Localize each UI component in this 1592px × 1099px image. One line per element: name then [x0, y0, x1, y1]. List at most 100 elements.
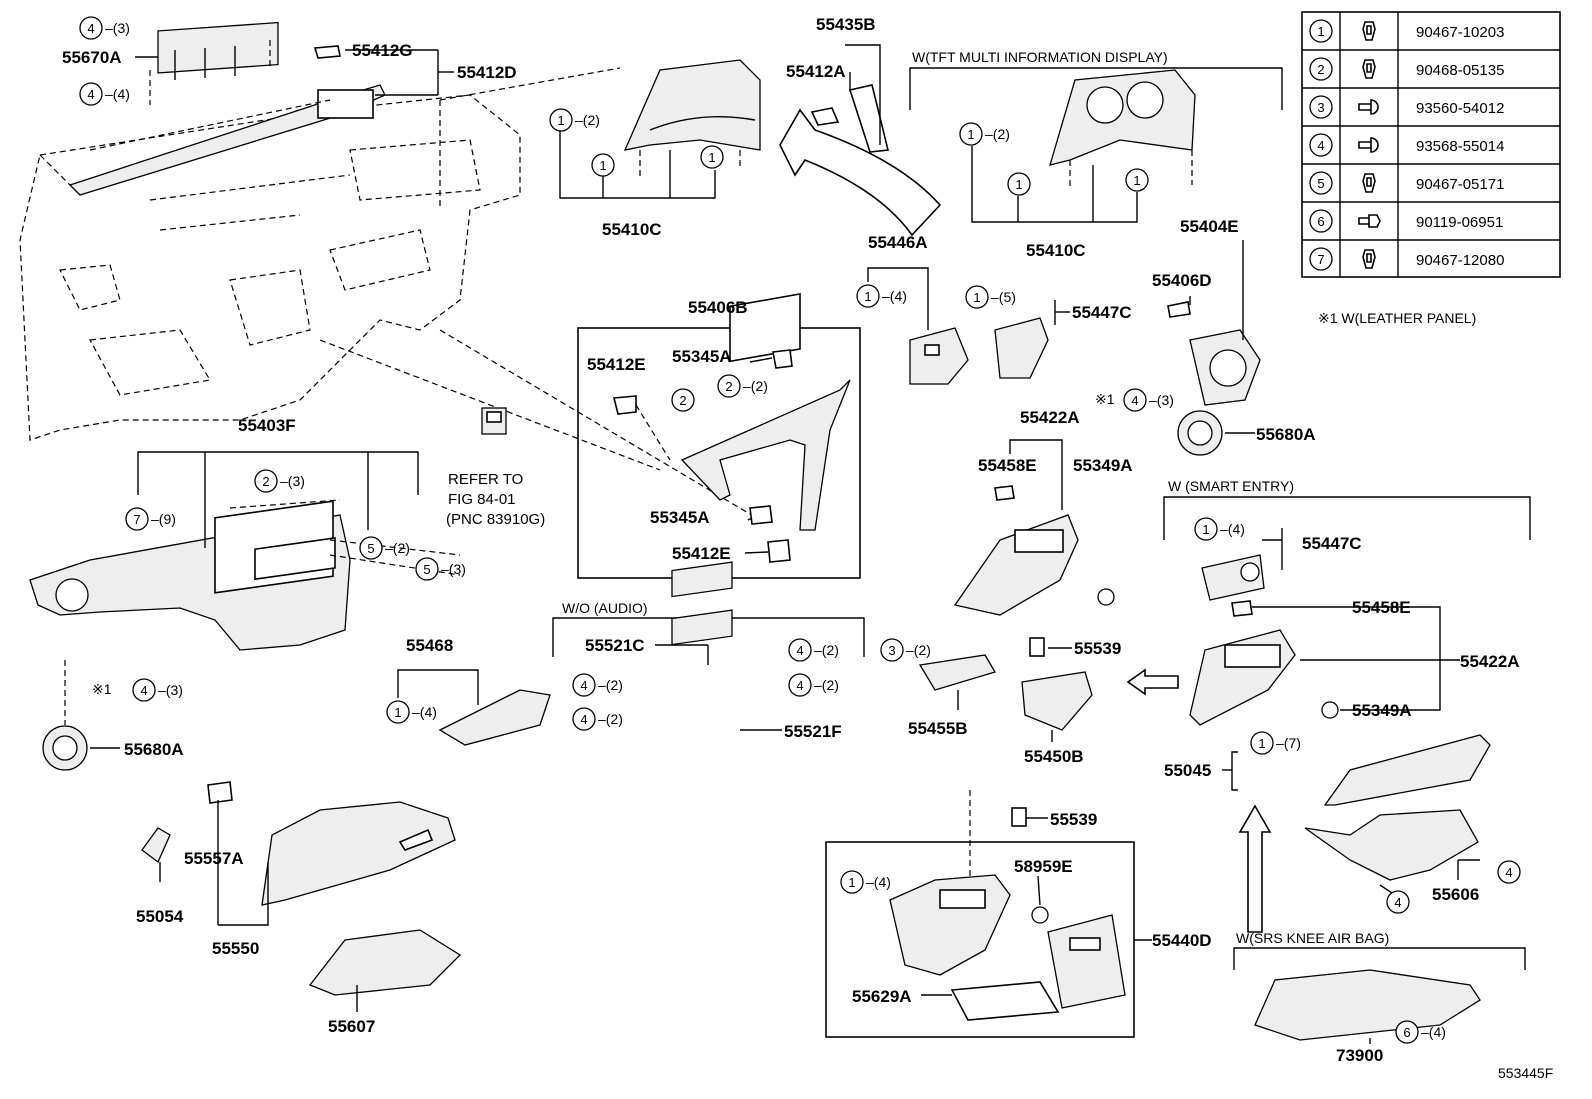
callout-c-1-2-meter: 1–(2)	[549, 108, 600, 132]
part-55455B-shape	[918, 654, 996, 691]
part-label-55422A-top: 55422A	[1020, 408, 1080, 427]
fastener-number-circle	[1309, 57, 1333, 81]
callout-circle	[700, 145, 724, 169]
screw-icon	[1358, 99, 1379, 115]
part-55422A-shape	[953, 485, 1115, 616]
part-55410C-shape	[623, 59, 761, 180]
callout-circle	[965, 285, 989, 309]
part-label-55349A-right: 55349A	[1352, 701, 1412, 720]
part-label-55406D: 55406D	[1152, 271, 1212, 290]
callout-circle	[254, 469, 278, 493]
callout-number: 1	[967, 127, 974, 142]
part-55447C-shape	[994, 317, 1049, 379]
fastener-number: 4	[1317, 138, 1324, 153]
part-55446A-shape	[909, 327, 969, 385]
callout-circle	[591, 153, 615, 177]
callout-circle	[1007, 172, 1031, 196]
callout-c-1-tft-b: 1	[1125, 168, 1149, 192]
callout-c-1-4-440d: 1 –(4)	[840, 870, 891, 894]
callout-number: 1	[708, 150, 715, 165]
note-mark-1-right: ※1	[1095, 391, 1115, 407]
part-55606-shape	[1304, 809, 1479, 881]
part-55450B-shape	[1021, 671, 1093, 731]
callout-number: 4	[580, 678, 587, 693]
fastener-number-circle	[1309, 19, 1333, 43]
callout-number: 1	[557, 113, 564, 128]
callout-c-4-606b: 4	[1386, 890, 1410, 914]
note-refer-line3: (PNC 83910G)	[446, 511, 545, 528]
callout-c-2-406b: 2	[671, 388, 695, 412]
callout-quantity: –(4)	[866, 874, 891, 890]
callout-quantity: –(2)	[598, 677, 623, 693]
fastener-number-circle	[1309, 171, 1333, 195]
callout-circle	[1395, 1020, 1419, 1044]
part-label-55440D: 55440D	[1152, 931, 1212, 950]
instrument-panel-outline	[19, 94, 521, 441]
callout-c-7-9-403f: 7–(9)	[125, 507, 176, 531]
part-55680A-left-shape	[42, 660, 88, 771]
callout-number: 6	[1403, 1025, 1410, 1040]
part-label-55345A-bottom: 55345A	[650, 508, 710, 527]
callout-number: 4	[140, 683, 147, 698]
callout-quantity: –(2)	[743, 378, 768, 394]
part-label-55458E-right: 55458E	[1352, 598, 1411, 617]
callout-c-4-3-left: 4–(3)	[132, 678, 183, 702]
callout-c-5-3-403f: 5–(3)	[415, 557, 466, 581]
part-55447C-smart-shape	[1201, 554, 1265, 601]
part-label-55447C-right: 55447C	[1302, 534, 1362, 553]
callout-number: 1	[848, 875, 855, 890]
diagram-code: 553445F	[1498, 1065, 1553, 1081]
callout-quantity: –(2)	[814, 642, 839, 658]
fastener-table	[1301, 11, 1561, 278]
callout-quantity: –(9)	[151, 511, 176, 527]
callout-circle	[132, 678, 156, 702]
callout-number: 4	[87, 21, 94, 36]
callout-c-4-2-521c: 4 –(2)	[788, 673, 839, 697]
part-label-55680A-left: 55680A	[124, 740, 184, 759]
callout-c-2-2-406b: 2–(2)	[717, 374, 768, 398]
callout-number: 3	[888, 643, 895, 658]
part-55422A-smart-shape	[1189, 600, 1339, 726]
callout-number: 4	[87, 87, 94, 102]
fastener-number-circle	[1309, 209, 1333, 233]
part-label-55412D: 55412D	[457, 63, 517, 82]
callout-circle	[359, 536, 383, 560]
callout-circle	[717, 374, 741, 398]
part-55404E-shape	[1167, 301, 1261, 406]
fastener-number: 5	[1317, 176, 1324, 191]
fastener-part-number: 93568-55014	[1416, 138, 1504, 155]
fastener-number-circle	[1309, 133, 1333, 157]
part-label-55404E: 55404E	[1180, 217, 1239, 236]
callout-c-4-4-top: 4–(4)	[79, 82, 130, 106]
callout-number: 4	[796, 643, 803, 658]
fastener-number: 7	[1317, 252, 1324, 267]
part-55435B-shape	[810, 84, 889, 153]
part-55539-shape	[1029, 637, 1045, 657]
callout-quantity: –(2)	[814, 677, 839, 693]
callout-c-1-5-447c: 1–(5)	[965, 285, 1016, 309]
callout-number: 4	[796, 678, 803, 693]
callout-circle	[1386, 890, 1410, 914]
callout-c-1-4-468: 1–(4)	[386, 700, 437, 724]
part-55045-shape	[1323, 734, 1491, 806]
fastener-part-number: 90468-05135	[1416, 62, 1504, 79]
callout-number: 1	[394, 705, 401, 720]
callout-circle	[788, 638, 812, 662]
callout-c-4-2-521d: 4–(2)	[572, 707, 623, 731]
part-label-55054: 55054	[136, 907, 184, 926]
callout-circle	[79, 16, 103, 40]
part-label-55468: 55468	[406, 636, 453, 655]
callout-c-1-4-447c-se: 1–(4)	[1194, 517, 1245, 541]
callout-number: 1	[599, 158, 606, 173]
callout-circle	[572, 707, 596, 731]
callout-c-4-3-680a: 4–(3)	[1123, 388, 1174, 412]
callout-number: 1	[973, 290, 980, 305]
leader-lines	[90, 44, 1480, 1044]
clip-icon	[1362, 59, 1376, 79]
callout-number: 5	[423, 562, 430, 577]
callout-quantity: –(3)	[105, 20, 130, 36]
part-label-55349A-top: 55349A	[1073, 456, 1133, 475]
part-label-55410C-left: 55410C	[602, 220, 662, 239]
